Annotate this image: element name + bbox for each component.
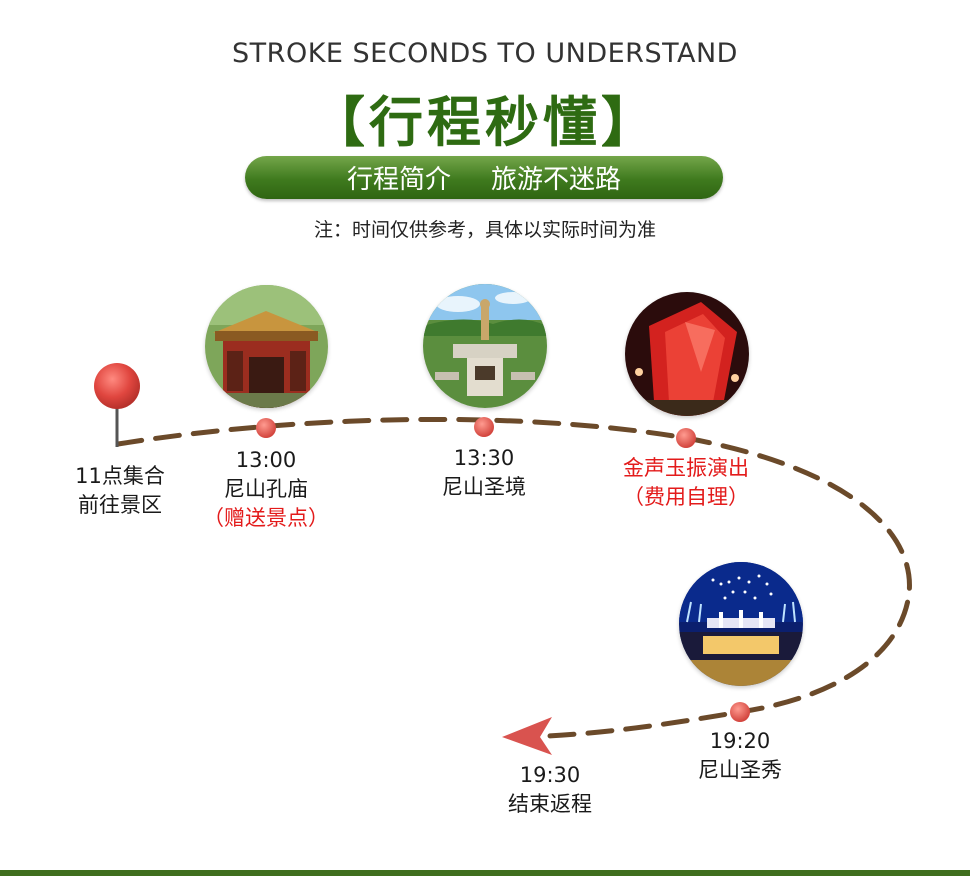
stop-label-line1: 11点集合 [75, 464, 165, 488]
stop-name: 尼山圣境 [442, 475, 526, 499]
stop-time: 13:00 [235, 448, 297, 472]
stop-time: 19:20 [709, 729, 771, 753]
english-title: STROKE SECONDS TO UNDERSTAND [232, 38, 738, 69]
stop-shengjing: 13:30 尼山圣境 [414, 444, 554, 502]
chinese-title: 【行程秒懂】 [311, 91, 659, 154]
bottom-divider [0, 870, 970, 876]
start-pin-icon [94, 363, 140, 409]
intro-banner: 行程简介 旅游不迷路 [245, 156, 723, 199]
intro-banner-right: 旅游不迷路 [491, 165, 622, 195]
statue-park-photo [423, 284, 547, 408]
stop-start: 11点集合 前往景区 [68, 462, 172, 520]
stop-shengxiu: 19:20 尼山圣秀 [670, 727, 810, 785]
stop-performance: 金声玉振演出 （费用自理） [596, 454, 776, 512]
stop-time: 13:30 [453, 446, 515, 470]
time-note: 注：时间仅供参考，具体以实际时间为准 [313, 219, 656, 241]
red-stage-photo [625, 292, 749, 416]
stop-name: 金声玉振演出 [623, 456, 749, 480]
stop-end: 19:30 结束返程 [480, 761, 620, 819]
arrow-head-icon [502, 717, 552, 755]
temple-gate-photo [205, 285, 328, 408]
night-show-photo [679, 562, 803, 686]
stop-name: 结束返程 [508, 792, 592, 816]
stop-time: 19:30 [519, 763, 581, 787]
stop-note: （赠送景点） [203, 506, 329, 530]
stop-marker [474, 417, 494, 437]
stop-note: （费用自理） [623, 485, 749, 509]
stop-marker [730, 702, 750, 722]
stop-marker [256, 418, 276, 438]
stop-name: 尼山孔庙 [224, 477, 308, 501]
intro-banner-left: 行程简介 [346, 165, 451, 195]
dashed-route-path [115, 416, 912, 739]
stop-label-line2: 前往景区 [78, 493, 162, 517]
stop-marker [676, 428, 696, 448]
stop-name: 尼山圣秀 [698, 758, 782, 782]
stop-kongmiao: 13:00 尼山孔庙 （赠送景点） [196, 446, 336, 533]
